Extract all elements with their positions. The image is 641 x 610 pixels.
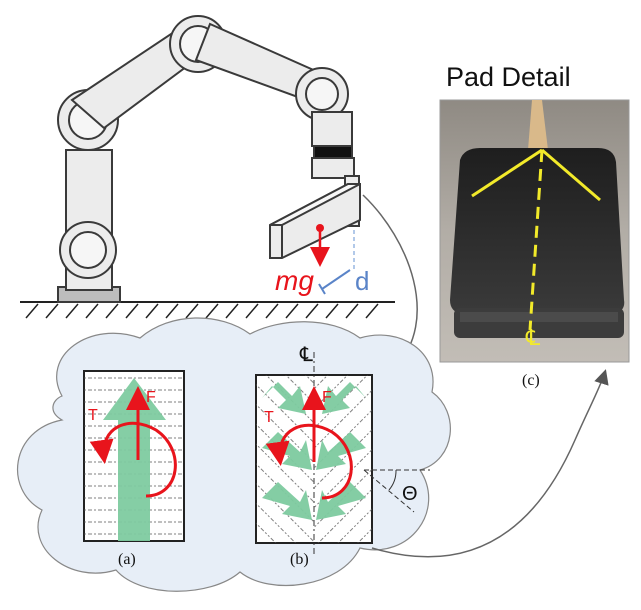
centerline-label-c: ℄ [525, 325, 541, 350]
torque-arc-b [265, 423, 353, 500]
pad-photo: ℄ (c) [439, 99, 630, 389]
robot-wrist [311, 111, 353, 147]
torque-label-b: T [264, 409, 274, 426]
ground-hatch [25, 303, 379, 319]
force-label-b: F [322, 389, 332, 406]
mg-label: mg [275, 265, 314, 296]
panel-label-c: (c) [522, 372, 540, 389]
green-arrow-straight [103, 378, 166, 541]
distance-label: d [355, 266, 369, 296]
pad-centerline-markings [471, 148, 601, 331]
pad-detail-title: Pad Detail [446, 62, 571, 92]
center-of-mass-dot [316, 224, 324, 232]
pad-pattern-a: F T (a) [83, 370, 185, 568]
tool-flange [313, 145, 353, 159]
connector-arrow-to-photo [371, 369, 609, 558]
panel-label-a: (a) [118, 551, 136, 568]
distance-line [321, 269, 351, 290]
pad-pattern-b: ℄ F T Θ (b) [255, 344, 430, 568]
torque-label-a: T [88, 407, 98, 424]
angle-label: Θ [402, 483, 418, 505]
panel-label-b: (b) [290, 551, 309, 568]
torque-arc-a [89, 421, 177, 498]
pad-patterns-cloud [17, 317, 451, 592]
robot-arm [20, 15, 395, 319]
load-annotations: mg d [275, 224, 369, 296]
centerline-label-b: ℄ [299, 344, 313, 366]
force-label-a: F [146, 389, 156, 406]
